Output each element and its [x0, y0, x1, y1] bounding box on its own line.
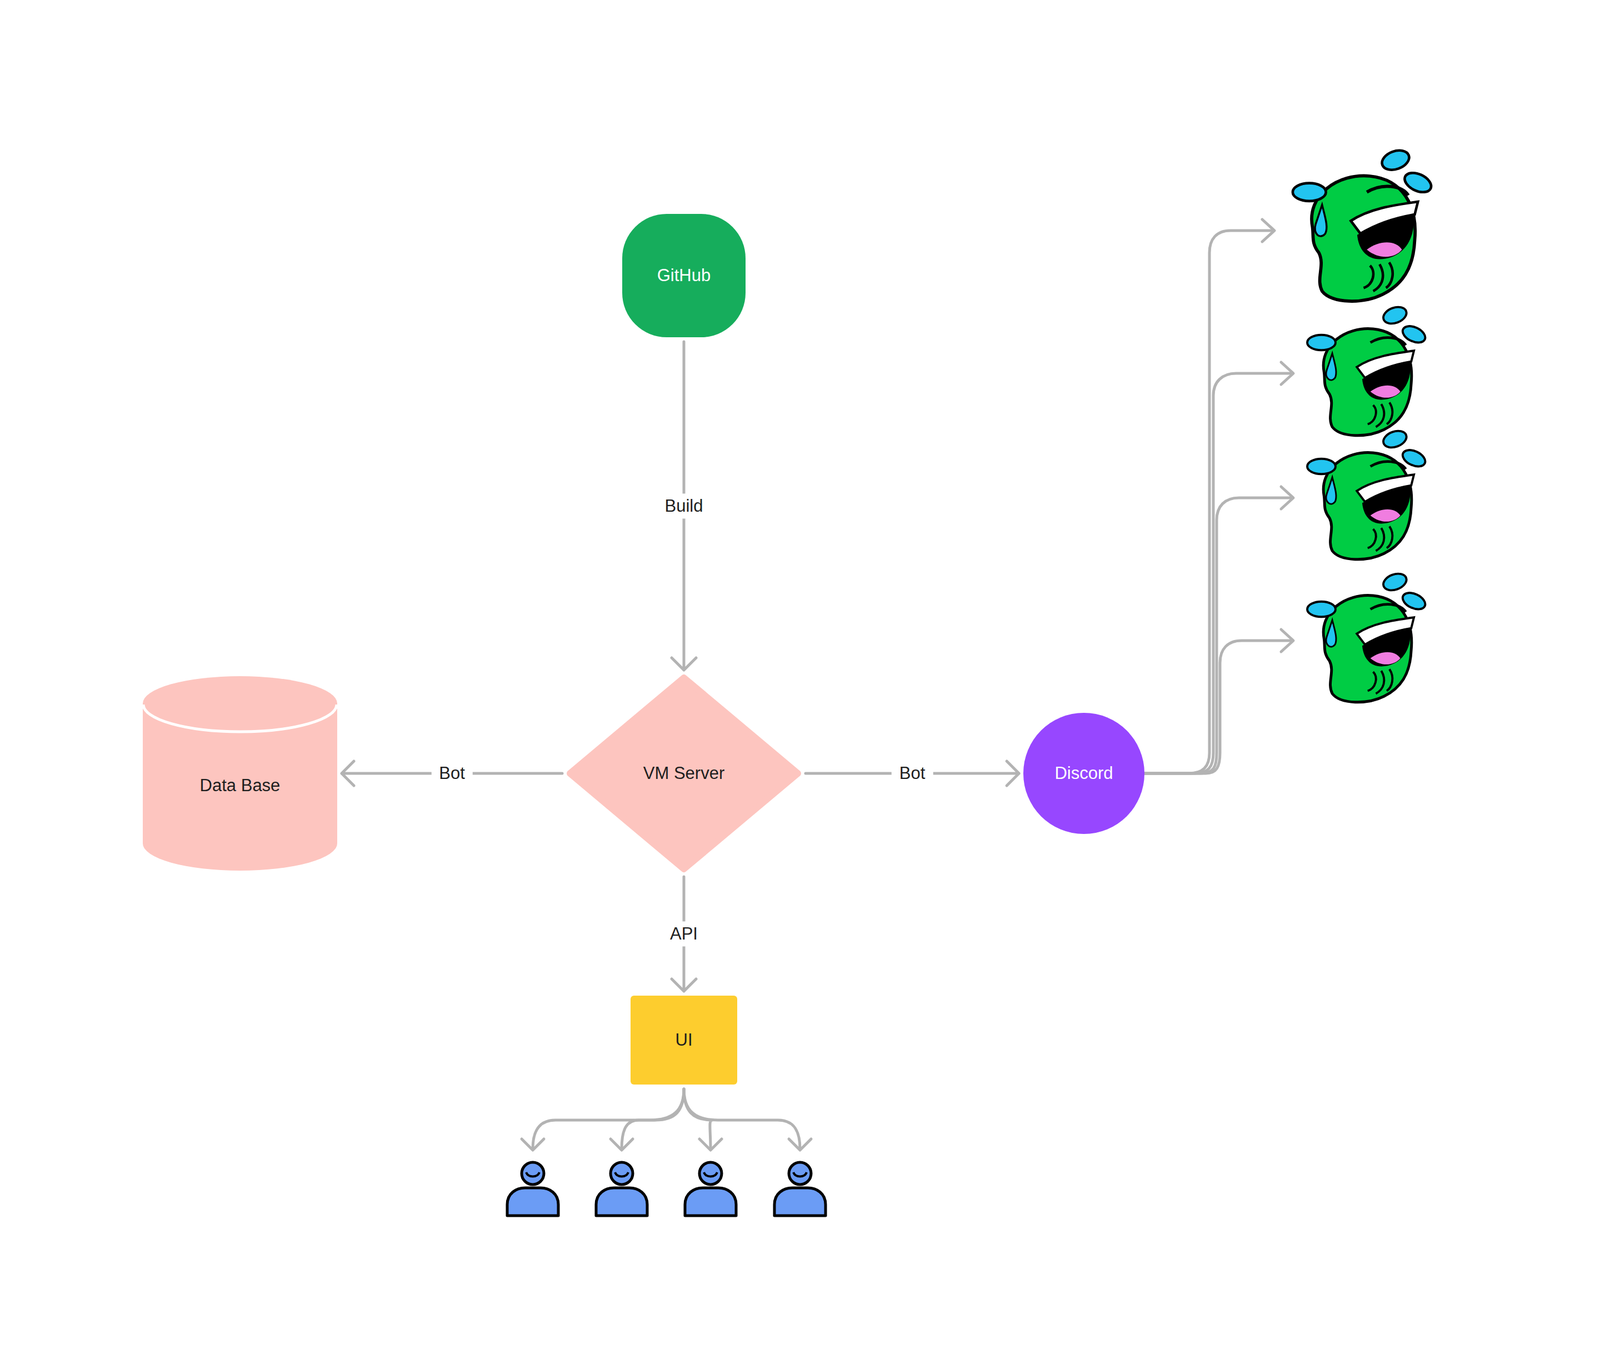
ui-box: UI [630, 995, 738, 1085]
edge-label: Bot [431, 760, 473, 786]
connector-arrow [341, 761, 563, 786]
node-label: UI [675, 1029, 693, 1050]
node-label: Discord [1054, 762, 1113, 784]
database-cylinder: Data Base [142, 676, 338, 871]
source-box: GitHub [622, 213, 746, 338]
node-label: VM Server [643, 762, 725, 784]
node-label: GitHub [657, 265, 711, 286]
chat-circle: Discord [1023, 712, 1145, 834]
edge-label: Bot [891, 760, 934, 786]
edge-label: Build [657, 493, 712, 519]
server-diamond: VM Server [566, 674, 802, 873]
cylinder-outline [142, 676, 338, 871]
connector-arrow [805, 761, 1019, 786]
edge-label: API [662, 921, 706, 947]
node-label: Data Base [200, 775, 281, 796]
